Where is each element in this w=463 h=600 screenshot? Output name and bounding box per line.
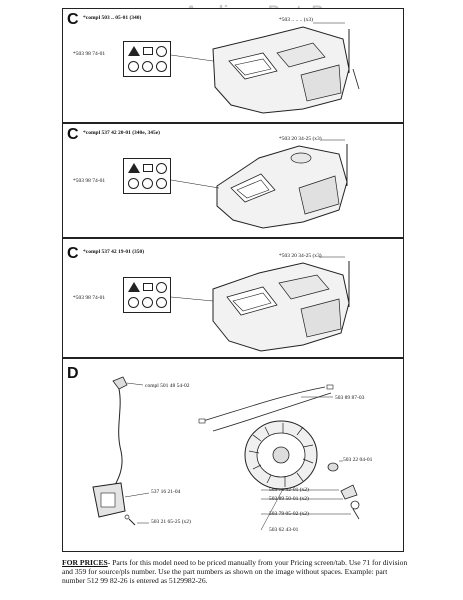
- saw-symbol-icon: [142, 178, 153, 189]
- section-letter: C: [67, 126, 79, 143]
- compl-label: *compl 503 .. 05-01 (340): [83, 15, 142, 21]
- ear-protection-icon: [156, 163, 167, 174]
- screw-part-label: *503 20 34-25 (x3): [279, 136, 322, 142]
- warning-decal: [123, 41, 171, 77]
- section-panel-d: D compl 501 48 54-02 503 89 87-03 503 22…: [62, 358, 404, 552]
- decal-part-label: *503 98 74-01: [73, 51, 106, 57]
- cylinder-cover-drawing: [170, 139, 348, 229]
- section-panel-3: C *compl 537 42 19-01 (350) *503 98 74-0…: [62, 238, 404, 358]
- cylinder-cover-drawing: [170, 22, 360, 114]
- warning-decal: [123, 277, 171, 313]
- compl-label: *compl 537 42 19-01 (350): [83, 249, 145, 255]
- section-letter: C: [67, 11, 79, 28]
- gloves-icon: [156, 297, 167, 308]
- no-hand-icon: [128, 178, 139, 189]
- section-letter: D: [67, 365, 79, 382]
- decal-part-label: *503 98 74-01: [73, 295, 106, 301]
- pricing-note-heading: FOR PRICES: [62, 558, 108, 567]
- manual-book-icon: [143, 283, 153, 291]
- wire-label: 503 89 87-03: [335, 395, 365, 401]
- no-hand-icon: [128, 297, 139, 308]
- manual-book-icon: [143, 47, 153, 55]
- screw-part-label: *503 .. .. .. (x3): [279, 17, 313, 23]
- pricing-note: FOR PRICES- Parts for this model need to…: [62, 558, 408, 585]
- ignition-module-label: 537 16 21-04: [151, 489, 181, 495]
- flywheel-label: 503 62 43-01: [269, 527, 299, 533]
- compl-label: *compl 537 42 20-01 (340e, 345e): [83, 130, 160, 136]
- warning-triangle-icon: [128, 163, 140, 173]
- gloves-icon: [156, 178, 167, 189]
- warning-triangle-icon: [128, 282, 140, 292]
- ear-protection-icon: [156, 46, 167, 57]
- ignition-assembly-drawing: [92, 376, 360, 531]
- screws-label: 503 21 65-25 (x2): [151, 519, 191, 525]
- manual-book-icon: [143, 164, 153, 172]
- nut-label: 503 22 04-01: [343, 457, 373, 463]
- cylinder-cover-drawing: [170, 256, 350, 352]
- saw-symbol-icon: [142, 297, 153, 308]
- gloves-icon: [156, 61, 167, 72]
- section-panel-2: C *compl 537 42 20-01 (340e, 345e) *503 …: [62, 123, 404, 238]
- compl-cap-label: compl 501 48 54-02: [145, 383, 190, 389]
- warning-triangle-icon: [128, 46, 140, 56]
- screw-part-label: *503 20 34-25 (x3): [279, 253, 322, 259]
- ear-protection-icon: [156, 282, 167, 293]
- section-panel-1: C *compl 503 .. 05-01 (340) *503 98 74-0…: [62, 8, 404, 123]
- warning-decal: [123, 158, 171, 194]
- section-letter: C: [67, 245, 79, 262]
- pricing-note-text: - Parts for this model need to be priced…: [62, 558, 408, 585]
- no-hand-icon: [128, 61, 139, 72]
- saw-symbol-icon: [142, 61, 153, 72]
- decal-part-label: *503 98 74-01: [73, 178, 106, 184]
